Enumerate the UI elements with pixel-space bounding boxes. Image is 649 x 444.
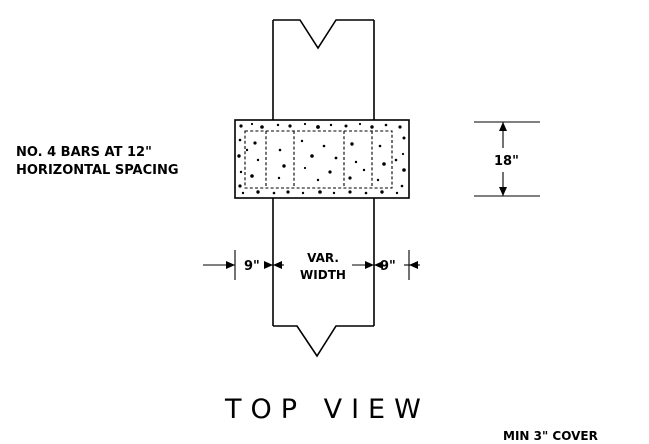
- width-dimension-line: [203, 250, 420, 280]
- right-offset-label: 9": [380, 259, 396, 274]
- view-title: TOP VIEW: [224, 394, 430, 425]
- cover-note: MIN 3" COVER: [503, 429, 598, 443]
- left-offset-label: 9": [244, 259, 260, 274]
- var-width-label-line1: VAR.: [307, 251, 339, 265]
- concrete-aggregate-stipple: [237, 122, 406, 195]
- rebar-vertical-bars: [265, 131, 373, 188]
- rebar-cage: [244, 130, 393, 189]
- concrete-slab: [234, 119, 410, 199]
- column-bottom-outline: [272, 198, 375, 358]
- height-dimension-label: 18": [494, 154, 519, 169]
- column-top-outline: [272, 19, 375, 120]
- callout-bars-line1: NO. 4 BARS AT 12": [16, 145, 152, 160]
- var-width-label-line2: WIDTH: [300, 268, 346, 282]
- callout-bars-line2: HORIZONTAL SPACING: [16, 163, 179, 178]
- height-dimension: [474, 121, 540, 197]
